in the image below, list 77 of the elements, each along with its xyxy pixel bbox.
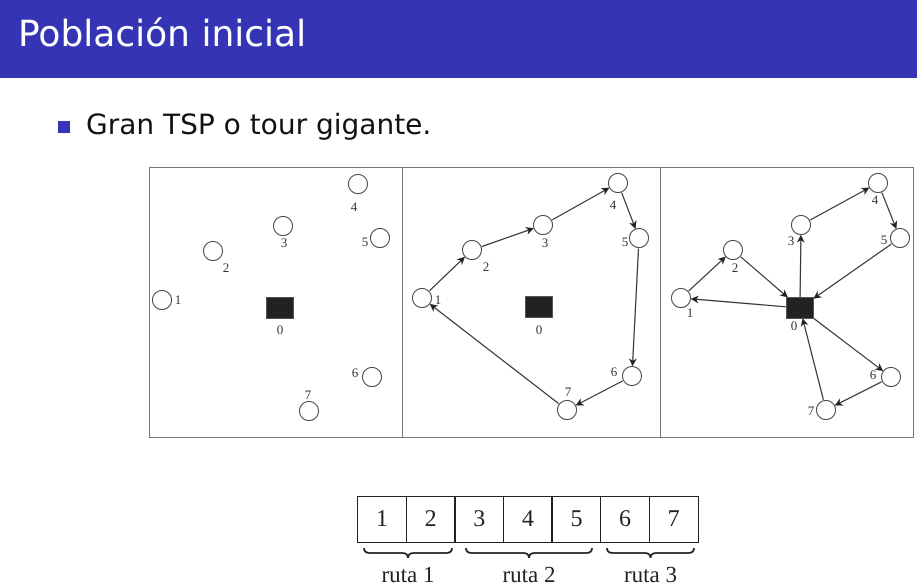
customer-circle bbox=[362, 367, 382, 387]
customer-circle bbox=[273, 216, 293, 236]
customer-circle bbox=[412, 288, 432, 308]
customer-circle bbox=[791, 215, 811, 235]
route-label: ruta 1 bbox=[382, 562, 434, 585]
customer-circle bbox=[348, 174, 368, 194]
depot-square bbox=[266, 297, 294, 319]
arrow bbox=[552, 188, 610, 220]
arrow bbox=[740, 256, 788, 298]
customer-circle bbox=[152, 290, 172, 310]
node-number: 0 bbox=[790, 318, 798, 334]
node-number: 7 bbox=[304, 387, 312, 403]
node-number: 6 bbox=[352, 365, 358, 381]
customer-circle bbox=[533, 215, 553, 235]
customer-circle bbox=[816, 400, 836, 420]
node-number: 0 bbox=[276, 322, 284, 338]
node-number: 0 bbox=[536, 322, 542, 338]
arrow bbox=[482, 227, 534, 248]
customer-circle bbox=[608, 173, 628, 193]
arrow bbox=[796, 234, 805, 297]
customer-circle bbox=[868, 173, 888, 193]
node-number: 3 bbox=[788, 233, 794, 249]
sequence-cell: 5 bbox=[551, 496, 602, 543]
node-number: 1 bbox=[174, 292, 182, 308]
node-number: 4 bbox=[610, 197, 616, 213]
arrow bbox=[814, 318, 884, 372]
route-label: ruta 3 bbox=[624, 562, 677, 585]
arrow bbox=[690, 296, 786, 308]
node-number: 7 bbox=[808, 403, 814, 419]
route-label: ruta 2 bbox=[502, 562, 556, 585]
node-number: 6 bbox=[610, 364, 618, 380]
depot-square bbox=[525, 296, 553, 318]
node-number: 5 bbox=[362, 234, 368, 250]
node-number: 1 bbox=[434, 292, 442, 308]
node-number: 1 bbox=[686, 305, 694, 321]
sequence-cell: 1 bbox=[357, 496, 408, 543]
arrow bbox=[576, 380, 623, 406]
node-number: 2 bbox=[482, 259, 490, 275]
customer-circle bbox=[557, 400, 577, 420]
node-number: 6 bbox=[870, 367, 876, 383]
arrow bbox=[813, 244, 892, 299]
customer-circle bbox=[881, 367, 901, 387]
arrow bbox=[810, 187, 870, 221]
customer-circle bbox=[723, 240, 743, 260]
customer-circle bbox=[299, 401, 319, 421]
customer-circle bbox=[203, 241, 223, 261]
customer-circle bbox=[462, 240, 482, 260]
node-number: 3 bbox=[542, 235, 548, 251]
node-number: 7 bbox=[564, 384, 572, 400]
sequence-cell: 3 bbox=[454, 496, 504, 543]
slide-title: Población inicial bbox=[18, 14, 306, 55]
node-number: 4 bbox=[350, 199, 358, 215]
node-number: 2 bbox=[222, 260, 230, 276]
customer-circle bbox=[671, 288, 691, 308]
bullet-text: Gran TSP o tour gigante. bbox=[86, 108, 432, 141]
customer-circle bbox=[622, 366, 642, 386]
arrow bbox=[688, 256, 726, 292]
arrow bbox=[800, 318, 824, 400]
arrow bbox=[429, 256, 465, 292]
arrow bbox=[834, 381, 882, 406]
node-number: 5 bbox=[622, 234, 628, 250]
node-number: 2 bbox=[732, 260, 738, 276]
node-number: 4 bbox=[872, 192, 878, 208]
arrow bbox=[628, 248, 640, 366]
sequence-cell: 2 bbox=[406, 496, 456, 543]
arrow bbox=[881, 192, 898, 230]
sequence-cell: 6 bbox=[600, 496, 650, 543]
customer-circle bbox=[629, 228, 649, 248]
arrow bbox=[430, 304, 560, 404]
arrow bbox=[621, 192, 636, 229]
sequence-cell: 7 bbox=[648, 496, 699, 543]
depot-square bbox=[786, 297, 814, 319]
customer-circle bbox=[370, 228, 390, 248]
node-number: 5 bbox=[880, 232, 888, 248]
node-number: 3 bbox=[280, 235, 288, 251]
sequence-cell: 4 bbox=[502, 496, 553, 543]
customer-circle bbox=[890, 228, 910, 248]
